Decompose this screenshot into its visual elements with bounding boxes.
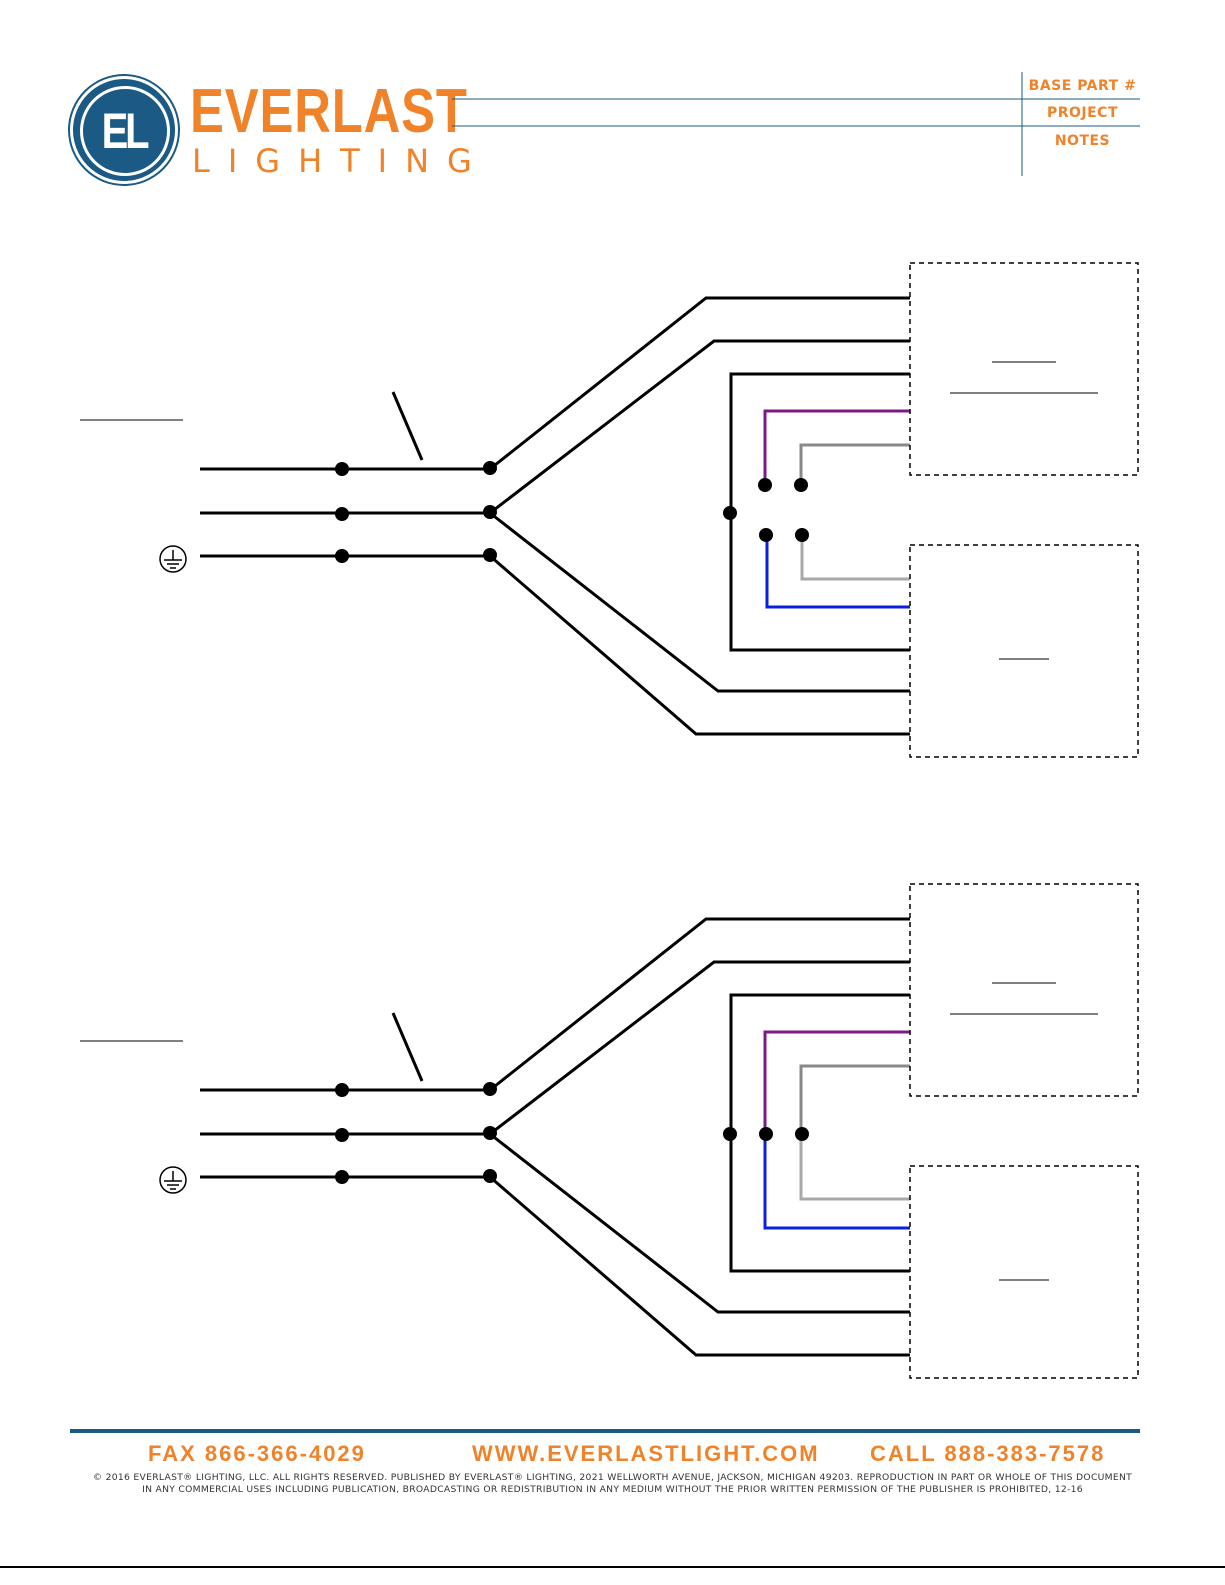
logo-badge: EL — [70, 76, 178, 184]
dim-negative-wire — [799, 443, 910, 485]
copyright-notice: © 2016 EVERLAST® LIGHTING, LLC. ALL RIGH… — [60, 1472, 1165, 1496]
switch-line — [391, 1012, 424, 1082]
footer-website[interactable]: WWW.EVERLASTLIGHT.COM — [472, 1441, 820, 1466]
wiring-diagram-2 — [80, 883, 1139, 1379]
copyright-line-1: © 2016 EVERLAST® LIGHTING, LLC. ALL RIGH… — [92, 1472, 1133, 1483]
wiring-diagram-1 — [80, 262, 1139, 758]
dim-positive-wire — [763, 1030, 910, 1134]
footer-call[interactable]: CALL 888-383-7578 — [870, 1441, 1106, 1466]
switch-line — [391, 391, 424, 461]
dim-positive-wire — [763, 409, 910, 485]
header-rules — [452, 72, 1140, 176]
component-box-upper — [909, 883, 1139, 1097]
project-label: PROJECT — [1046, 105, 1119, 121]
component-box-lower — [909, 544, 1139, 758]
company-logo: EL EVERLAST LIGHTING — [70, 74, 472, 184]
blue-wire — [763, 1134, 910, 1230]
brand-subname: LIGHTING — [192, 142, 490, 180]
ground-symbol-icon — [159, 545, 187, 573]
blue-wire — [765, 535, 910, 609]
notes-label: NOTES — [1054, 133, 1111, 149]
base-part-label: BASE PART # — [1028, 78, 1137, 94]
logo-mark: EL — [101, 103, 150, 159]
output-wires — [489, 296, 910, 736]
footer-fax: FAX 866-366-4029 — [148, 1441, 366, 1466]
dim-negative-wire — [799, 1064, 910, 1134]
ground-symbol-icon — [159, 1166, 187, 1194]
component-box-lower — [909, 1165, 1139, 1379]
connection-nodes — [335, 1082, 809, 1184]
component-box-upper — [909, 262, 1139, 476]
output-wires — [489, 917, 910, 1357]
connection-nodes — [335, 461, 809, 563]
brand-name: EVERLAST — [190, 77, 468, 146]
light-gray-wire — [800, 535, 910, 581]
light-gray-wire — [799, 1134, 910, 1201]
footer-rule — [70, 1429, 1140, 1433]
copyright-line-2: IN ANY COMMERCIAL USES INCLUDING PUBLICA… — [142, 1484, 1083, 1495]
